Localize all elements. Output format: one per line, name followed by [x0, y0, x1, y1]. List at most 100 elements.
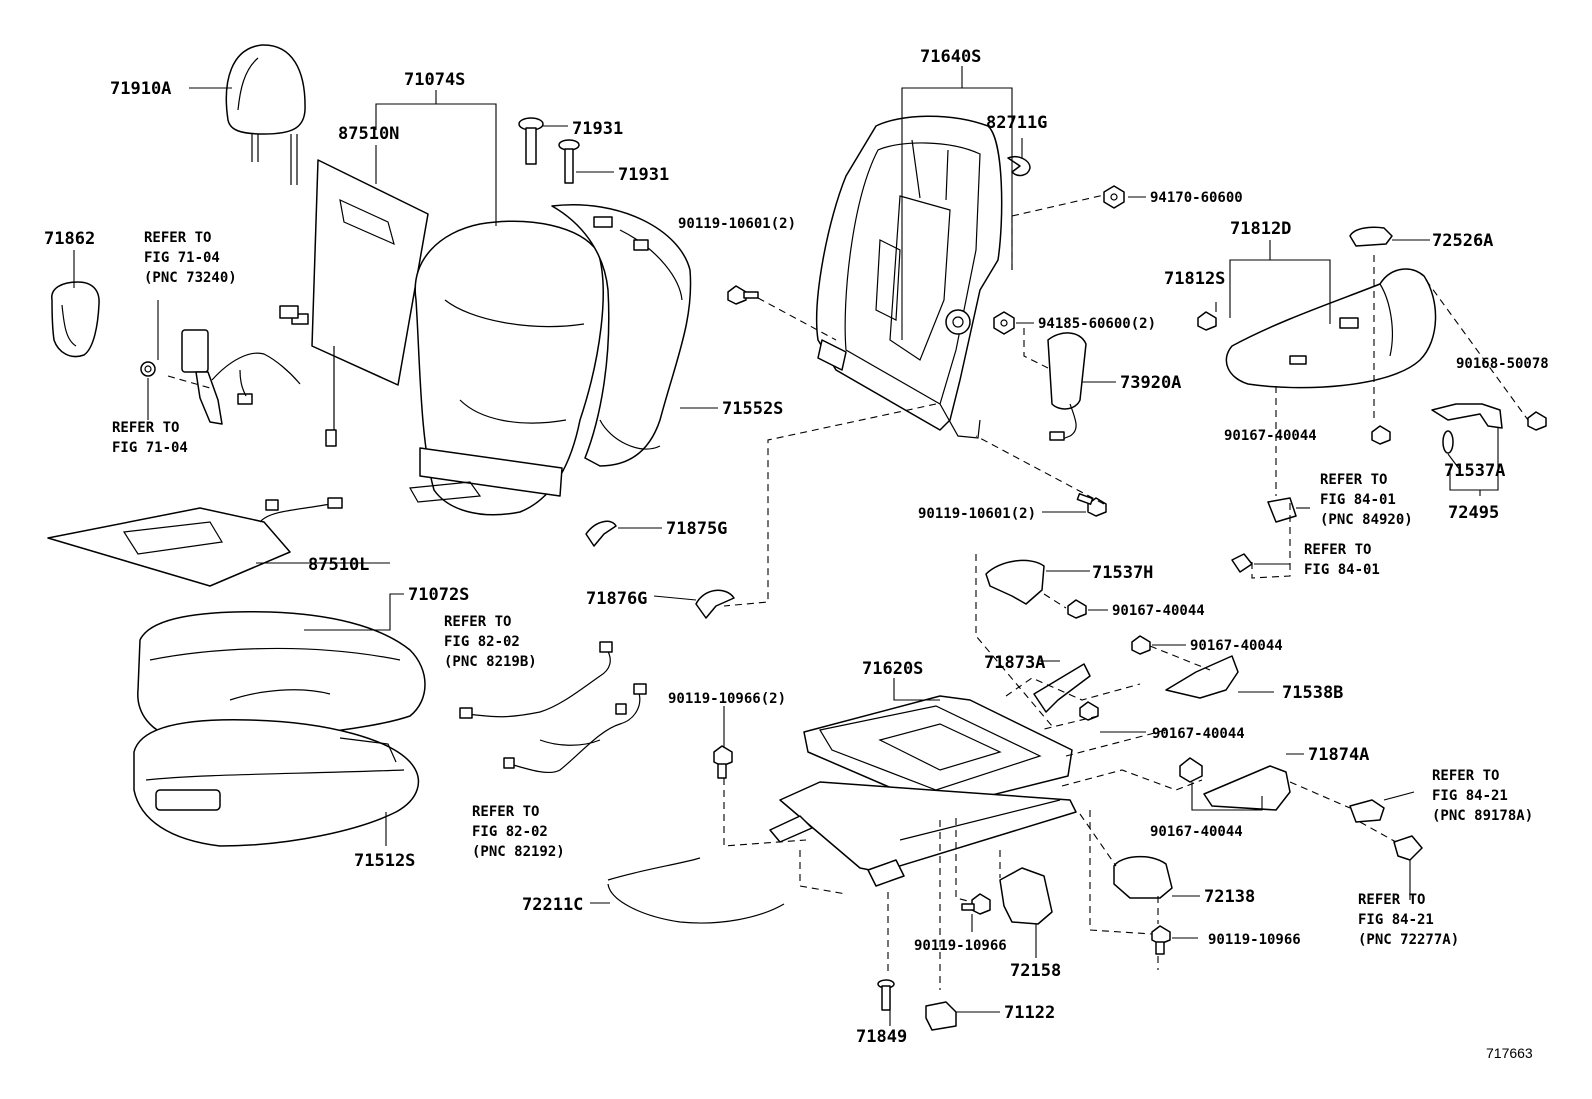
ref-fig-84-21-pnc-72277A: REFER TO FIG 84-21 (PNC 72277A): [1358, 892, 1459, 948]
ref-fig-71-04: REFER TO FIG 71-04: [112, 420, 188, 456]
label-90119-10966-c: 90119-10966: [1208, 932, 1301, 948]
svg-text:FIG 71-04: FIG 71-04: [112, 440, 188, 456]
svg-text:FIG 84-21: FIG 84-21: [1432, 788, 1508, 804]
svg-text:(PNC 72277A): (PNC 72277A): [1358, 932, 1459, 948]
label-71873A: 71873A: [984, 653, 1045, 673]
label-71876G: 71876G: [586, 589, 647, 609]
knob-72526A: [1349, 226, 1393, 247]
svg-text:REFER TO: REFER TO: [1358, 892, 1425, 908]
svg-text:(PNC 84920): (PNC 84920): [1320, 512, 1413, 528]
ref-fig-84-01-pnc-84920: REFER TO FIG 84-01 (PNC 84920): [1320, 472, 1413, 528]
rod-71873A: [1033, 663, 1091, 713]
svg-text:REFER TO: REFER TO: [1320, 472, 1387, 488]
svg-text:REFER TO: REFER TO: [444, 614, 511, 630]
bolt-90167-40044-d: [1079, 701, 1099, 721]
ref-fig-82-02-pnc-82192: REFER TO FIG 82-02 (PNC 82192): [472, 804, 565, 860]
label-71537A: 71537A: [1444, 461, 1505, 481]
ref-fig-84-21-pnc-89178A: REFER TO FIG 84-21 (PNC 89178A): [1432, 768, 1533, 824]
label-71849: 71849: [856, 1027, 907, 1047]
cushion-pad-71512S: [133, 719, 420, 847]
ref-fig-71-04-pnc-73240: REFER TO FIG 71-04 (PNC 73240): [144, 230, 237, 286]
bolt-90168-50078: [1527, 411, 1547, 431]
label-71552S: 71552S: [722, 399, 783, 419]
ref-fig-82-02-pnc-8219B: REFER TO FIG 82-02 (PNC 8219B): [444, 614, 537, 670]
label-71538B: 71538B: [1282, 683, 1343, 703]
label-87510L: 87510L: [308, 555, 369, 575]
label-90168-50078: 90168-50078: [1456, 356, 1549, 372]
buckle-assembly: [140, 305, 309, 425]
airbag-73920A: [1047, 332, 1087, 441]
svg-text:REFER TO: REFER TO: [144, 230, 211, 246]
headrest-71910A: [225, 44, 306, 185]
label-71931-a: 71931: [572, 119, 623, 139]
label-71910A: 71910A: [110, 79, 171, 99]
bolt-90167-40044-a: [1371, 425, 1391, 445]
label-90119-10966-b: 90119-10966: [914, 938, 1007, 954]
connector-84-21-a: [1349, 799, 1385, 823]
bracket-71537H: [985, 559, 1045, 605]
shield-71812D: [1225, 268, 1437, 389]
svg-text:(PNC 73240): (PNC 73240): [144, 270, 237, 286]
bolt-90119-10601-a: [727, 285, 759, 305]
cover-71862: [51, 281, 100, 358]
connector-71122: [925, 1001, 957, 1031]
label-90167-40044-d: 90167-40044: [1152, 726, 1245, 742]
label-90119-10966-a: 90119-10966(2): [668, 691, 786, 707]
svg-text:FIG 82-02: FIG 82-02: [444, 634, 520, 650]
svg-text:FIG 82-02: FIG 82-02: [472, 824, 548, 840]
label-90119-10601-a: 90119-10601(2): [678, 216, 796, 232]
svg-text:(PNC 82192): (PNC 82192): [472, 844, 565, 860]
label-71512S: 71512S: [354, 851, 415, 871]
label-71874A: 71874A: [1308, 745, 1369, 765]
label-71074S: 71074S: [404, 70, 465, 90]
bolt-90119-10966-a: [713, 745, 733, 779]
clip-82711G: [1007, 156, 1031, 177]
guides-71931: [518, 117, 580, 184]
svg-text:FIG 84-21: FIG 84-21: [1358, 912, 1434, 928]
label-72495: 72495: [1448, 503, 1499, 523]
bolt-90119-10966-b: [961, 893, 991, 915]
svg-text:(PNC 89178A): (PNC 89178A): [1432, 808, 1533, 824]
label-71875G: 71875G: [666, 519, 727, 539]
bracket-71875G: [585, 520, 617, 547]
label-72211C: 72211C: [522, 895, 583, 915]
bolt-90167-40044-b: [1067, 599, 1087, 619]
nut-94185-60600: [993, 311, 1015, 335]
svg-text:REFER TO: REFER TO: [1432, 768, 1499, 784]
svg-text:FIG 71-04: FIG 71-04: [144, 250, 220, 266]
cover-72138: [1113, 855, 1173, 899]
label-72138: 72138: [1204, 887, 1255, 907]
ref-fig-84-01: REFER TO FIG 84-01: [1304, 542, 1380, 578]
label-90167-40044-b: 90167-40044: [1112, 603, 1205, 619]
bolt-90167-40044-e: [1179, 757, 1203, 783]
seat-track-71620S: [769, 695, 1077, 887]
label-82711G: 82711G: [986, 113, 1047, 133]
bolt-90119-10966-c: [1151, 925, 1171, 955]
bolt-71812S: [1197, 311, 1217, 331]
label-71620S: 71620S: [862, 659, 923, 679]
label-87510N: 87510N: [338, 124, 399, 144]
label-71537H: 71537H: [1092, 563, 1153, 583]
leader-lines: [73, 66, 1529, 1026]
bracket-71876G: [695, 589, 735, 619]
illustration-number: 717663: [1486, 1045, 1533, 1061]
label-71862: 71862: [44, 229, 95, 249]
mat-87510L: [47, 497, 343, 587]
cushion-cover-71072S: [137, 610, 426, 740]
label-90167-40044-a: 90167-40044: [1224, 428, 1317, 444]
seatback-cover-71074S: [409, 204, 692, 516]
label-71812D: 71812D: [1230, 219, 1291, 239]
cover-72158: [999, 867, 1053, 925]
label-72158: 72158: [1010, 961, 1061, 981]
label-71072S: 71072S: [408, 585, 469, 605]
label-90119-10601-b: 90119-10601(2): [918, 506, 1036, 522]
lever-72495: [1431, 403, 1503, 454]
nut-94170-60600: [1103, 185, 1125, 209]
bracket-71538B: [1165, 655, 1239, 699]
svg-text:REFER TO: REFER TO: [1304, 542, 1371, 558]
svg-text:REFER TO: REFER TO: [472, 804, 539, 820]
connector-84-21-b: [1393, 835, 1423, 861]
svg-text:(PNC 8219B): (PNC 8219B): [444, 654, 537, 670]
label-90167-40044-e: 90167-40044: [1150, 824, 1243, 840]
